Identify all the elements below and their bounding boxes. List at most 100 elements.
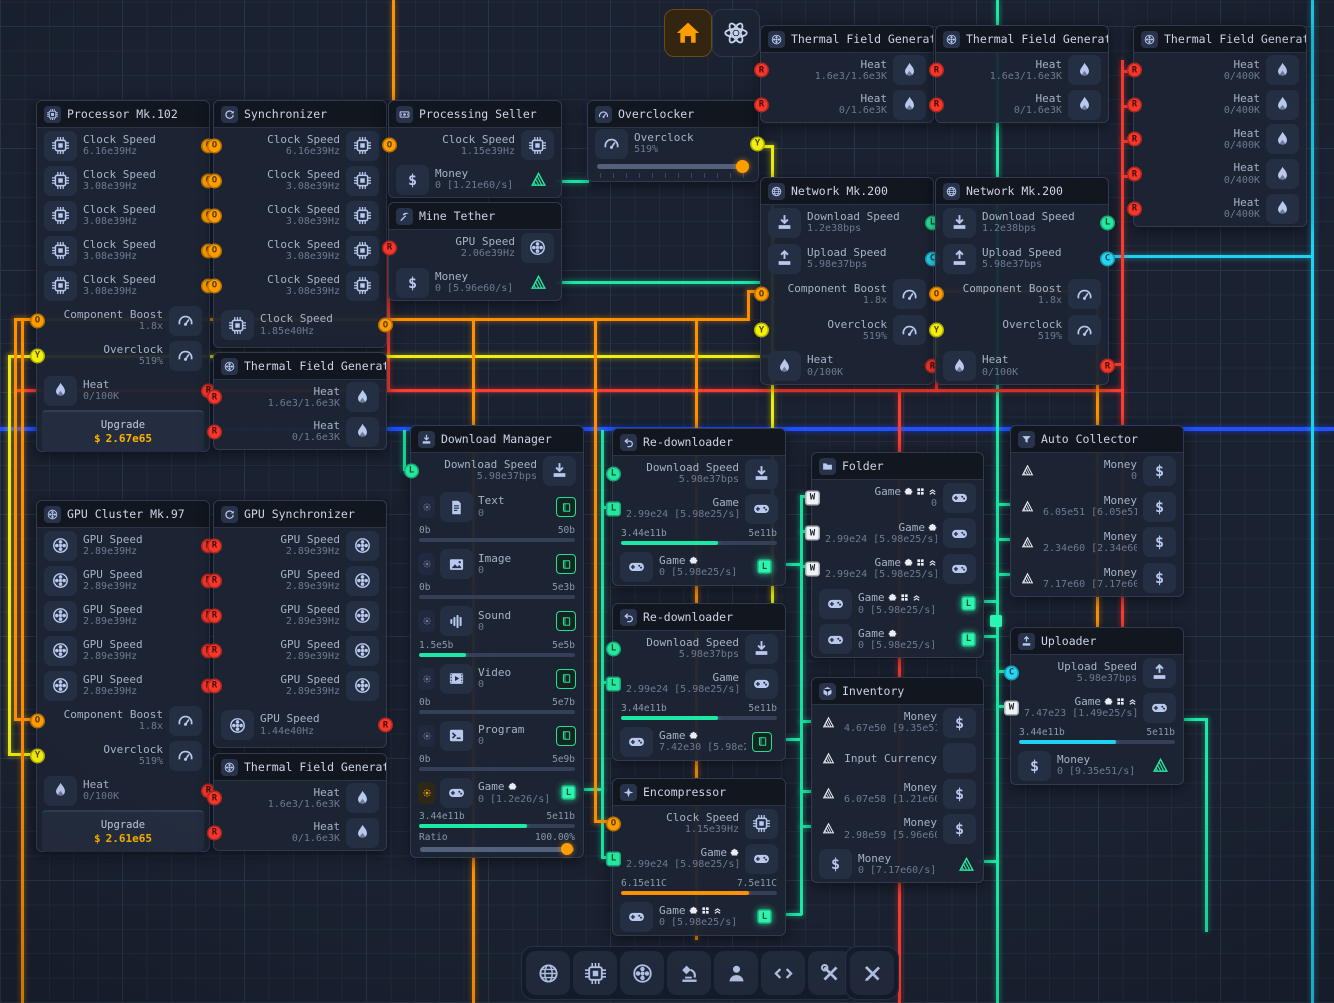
- chip-icon[interactable]: [44, 235, 77, 266]
- empty-slot[interactable]: [943, 743, 976, 774]
- gear-icon[interactable]: [418, 781, 435, 804]
- o-port[interactable]: O: [929, 286, 944, 302]
- gpu-fan-icon[interactable]: [521, 232, 554, 263]
- network-tab-button[interactable]: [526, 951, 570, 995]
- money-icon[interactable]: $: [819, 849, 852, 880]
- chip-icon[interactable]: [346, 165, 379, 196]
- r-port[interactable]: R: [1127, 62, 1142, 78]
- download-icon[interactable]: [745, 633, 778, 664]
- o-port[interactable]: O: [378, 317, 393, 333]
- upload-icon[interactable]: [768, 243, 801, 274]
- l-port[interactable]: L: [1100, 215, 1115, 231]
- l-port[interactable]: L: [561, 785, 576, 801]
- any-currency-port[interactable]: [819, 713, 838, 732]
- gamepad-icon[interactable]: [943, 518, 976, 549]
- r-port[interactable]: R: [207, 678, 222, 693]
- o-port[interactable]: O: [207, 138, 222, 153]
- flame-icon[interactable]: [768, 351, 801, 382]
- r-port[interactable]: R: [207, 608, 222, 623]
- gpu-fan-icon[interactable]: [44, 600, 77, 631]
- chip-icon[interactable]: [346, 200, 379, 231]
- gamepad-icon[interactable]: [620, 901, 653, 932]
- money-output-port[interactable]: [957, 855, 976, 874]
- r-port[interactable]: R: [207, 424, 222, 440]
- w-port[interactable]: W: [805, 490, 820, 506]
- l-port[interactable]: L: [606, 466, 621, 481]
- chip-icon[interactable]: [346, 235, 379, 266]
- money-output-port[interactable]: [529, 273, 548, 292]
- r-port[interactable]: R: [929, 62, 944, 78]
- flame-icon[interactable]: [44, 375, 77, 406]
- l-port[interactable]: L: [757, 909, 772, 924]
- o-port[interactable]: O: [754, 286, 769, 302]
- gear-icon[interactable]: [418, 724, 435, 747]
- gpu-fan-icon[interactable]: [346, 565, 379, 596]
- gpu-fan-icon[interactable]: [44, 635, 77, 666]
- any-currency-port[interactable]: [1018, 497, 1037, 516]
- o-port[interactable]: O: [30, 713, 45, 728]
- money-icon[interactable]: $: [943, 707, 976, 738]
- o-port[interactable]: O: [207, 208, 222, 223]
- gpu-fan-icon[interactable]: [346, 530, 379, 561]
- edit-mode-button[interactable]: [850, 951, 894, 995]
- panel-thermal-field-generator[interactable]: Thermal Field Generator RHeat1.6e3/1.6e3…: [207, 753, 387, 851]
- y-port[interactable]: Y: [30, 348, 45, 363]
- money-icon[interactable]: $: [396, 164, 429, 195]
- operator-tab-button[interactable]: [714, 951, 758, 995]
- image-icon[interactable]: [440, 549, 473, 580]
- l-port[interactable]: L: [961, 631, 976, 647]
- any-currency-port[interactable]: [1018, 461, 1037, 480]
- gpu-fan-icon[interactable]: [44, 565, 77, 596]
- gamepad-icon[interactable]: [745, 843, 778, 874]
- y-port[interactable]: Y: [754, 322, 769, 338]
- r-port[interactable]: R: [754, 97, 769, 113]
- gauge-icon[interactable]: [169, 340, 202, 371]
- chip-icon[interactable]: [44, 165, 77, 196]
- upload-icon[interactable]: [1143, 657, 1176, 688]
- upgrade-button[interactable]: Upgrade$2.67e65: [42, 410, 204, 452]
- flame-icon[interactable]: [346, 382, 379, 413]
- terminal-icon[interactable]: [440, 720, 473, 751]
- chip-icon[interactable]: [44, 270, 77, 301]
- chip-icon[interactable]: [346, 130, 379, 161]
- chip-icon[interactable]: [346, 270, 379, 301]
- r-port[interactable]: R: [929, 97, 944, 113]
- research-tab-button[interactable]: [667, 951, 711, 995]
- download-icon[interactable]: [943, 207, 976, 238]
- any-currency-port[interactable]: [819, 784, 838, 803]
- gauge-icon[interactable]: [893, 279, 926, 310]
- gamepad-icon[interactable]: [943, 553, 976, 584]
- download-icon[interactable]: [768, 207, 801, 238]
- money-icon[interactable]: $: [1143, 563, 1176, 594]
- text-file-icon[interactable]: [440, 492, 473, 523]
- money-icon[interactable]: $: [943, 813, 976, 844]
- collect-button[interactable]: [556, 497, 576, 518]
- l-port[interactable]: L: [606, 676, 621, 691]
- flame-icon[interactable]: [44, 775, 77, 806]
- workshop-tab-button[interactable]: [808, 951, 852, 995]
- r-port[interactable]: R: [207, 538, 222, 553]
- gauge-icon[interactable]: [169, 740, 202, 771]
- sound-icon[interactable]: [440, 606, 473, 637]
- gauge-icon[interactable]: [1068, 315, 1101, 346]
- gear-icon[interactable]: [418, 553, 435, 576]
- w-port[interactable]: W: [1004, 700, 1019, 715]
- gpu-fan-icon[interactable]: [346, 635, 379, 666]
- flame-icon[interactable]: [1266, 55, 1299, 86]
- any-currency-port[interactable]: [819, 749, 838, 768]
- r-port[interactable]: R: [382, 240, 397, 255]
- money-icon[interactable]: $: [1143, 491, 1176, 522]
- flame-icon[interactable]: [943, 351, 976, 382]
